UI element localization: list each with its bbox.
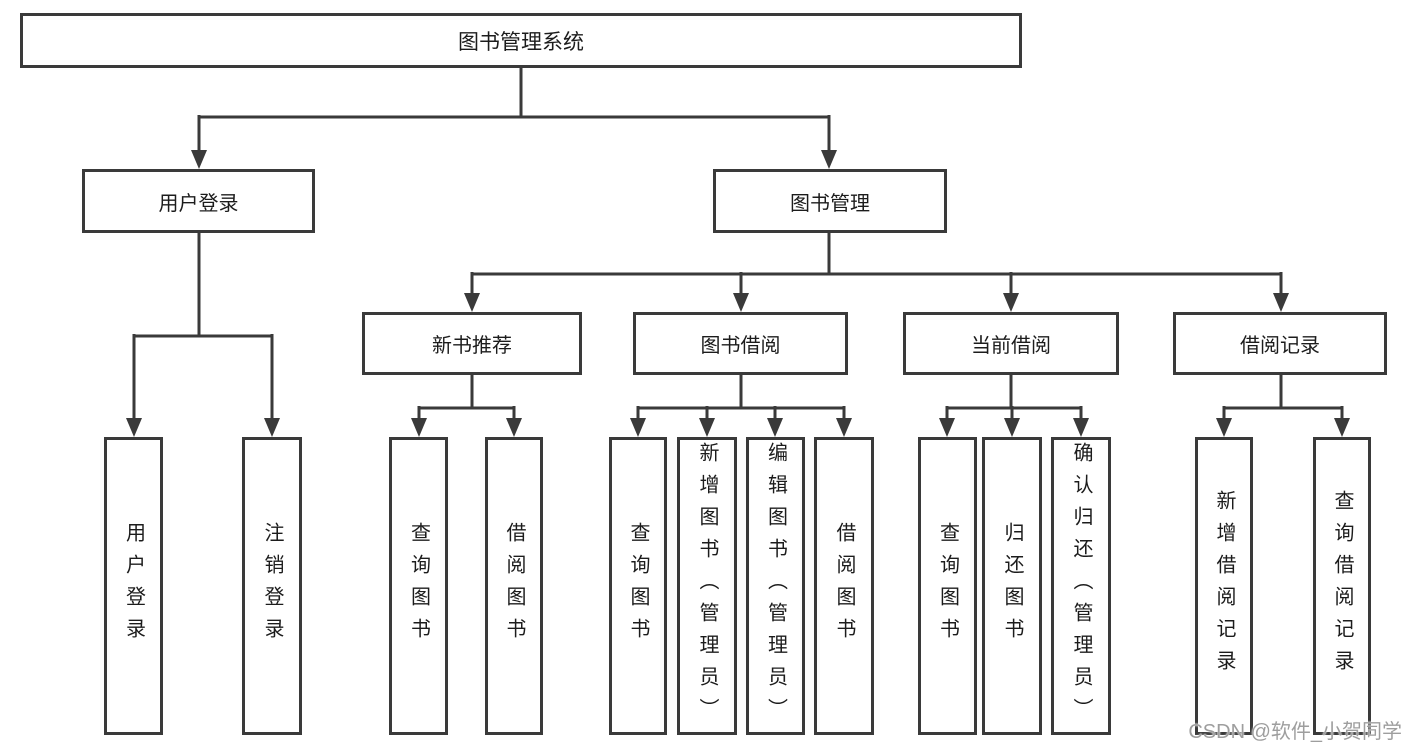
leaf-confirm-return-admin: 确认归还（管理员） bbox=[1051, 437, 1111, 735]
node-current-borrow: 当前借阅 bbox=[903, 312, 1119, 375]
node-user-login: 用户登录 bbox=[82, 169, 315, 233]
node-borrow-records: 借阅记录 bbox=[1173, 312, 1387, 375]
leaf-query-books-current: 查询图书 bbox=[918, 437, 977, 735]
leaf-user-login-action: 用户登录 bbox=[104, 437, 163, 735]
leaf-borrow-books-borrow: 借阅图书 bbox=[814, 437, 874, 735]
csdn-watermark: CSDN @软件_小贺同学 bbox=[1188, 721, 1402, 743]
node-book-borrow: 图书借阅 bbox=[633, 312, 848, 375]
leaf-query-borrow-record: 查询借阅记录 bbox=[1313, 437, 1371, 735]
leaf-add-borrow-record: 新增借阅记录 bbox=[1195, 437, 1253, 735]
leaf-add-books-admin: 新增图书（管理员） bbox=[677, 437, 737, 735]
leaf-borrow-books-recommend: 借阅图书 bbox=[485, 437, 543, 735]
leaf-edit-books-admin: 编辑图书（管理员） bbox=[746, 437, 805, 735]
leaf-query-books-borrow: 查询图书 bbox=[609, 437, 667, 735]
leaf-logout-action: 注销登录 bbox=[242, 437, 302, 735]
arrowhead-icons bbox=[126, 150, 1350, 437]
node-root-library-system: 图书管理系统 bbox=[20, 13, 1022, 68]
leaf-query-books-recommend: 查询图书 bbox=[389, 437, 448, 735]
leaf-return-books: 归还图书 bbox=[982, 437, 1042, 735]
node-new-book-recommend: 新书推荐 bbox=[362, 312, 582, 375]
node-book-management: 图书管理 bbox=[713, 169, 947, 233]
